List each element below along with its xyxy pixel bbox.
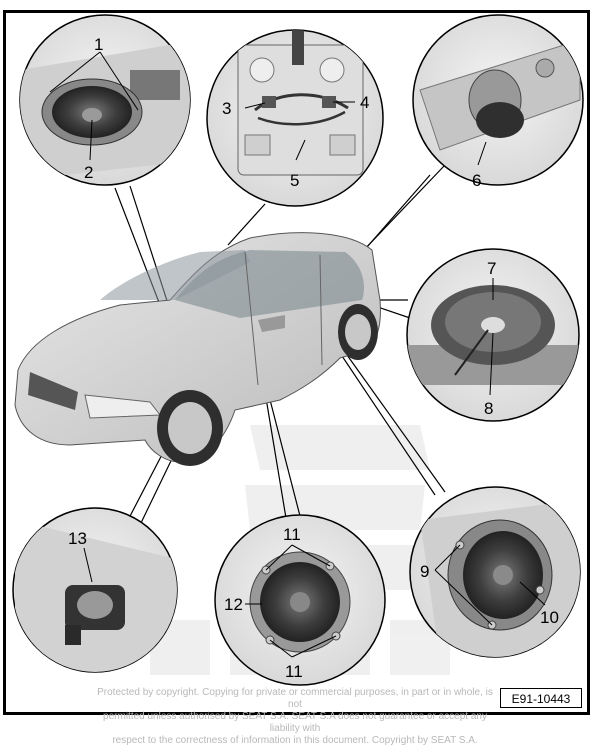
car-illustration xyxy=(14,232,381,466)
detail-front-door-speaker xyxy=(214,514,386,686)
detail-pillar-speaker xyxy=(412,14,584,186)
detail-dash-tweeter xyxy=(19,14,191,186)
detail-roof-console xyxy=(206,29,384,207)
callout-7: 7 xyxy=(487,259,496,278)
callout-13: 13 xyxy=(68,529,87,548)
copyright-line-3: respect to the correctness of informatio… xyxy=(112,735,478,746)
callout-4: 4 xyxy=(360,93,369,112)
detail-door-tweeter xyxy=(12,507,178,673)
callout-labels: 1 2 3 4 5 6 7 8 9 10 11 12 13 11 xyxy=(68,35,559,681)
copyright-notice: Protected by copyright. Copying for priv… xyxy=(95,687,495,747)
callout-3: 3 xyxy=(222,99,231,118)
copyright-line-2: permitted unless authorised by SEAT S.A.… xyxy=(103,711,487,734)
callout-8: 8 xyxy=(484,399,493,418)
callout-9: 9 xyxy=(420,562,429,581)
callout-11-bottom: 11 xyxy=(285,662,303,681)
callout-6: 6 xyxy=(472,171,481,190)
speaker-location-diagram: 1 2 3 4 5 6 7 8 9 10 11 12 13 11 xyxy=(12,14,584,686)
callout-2: 2 xyxy=(84,163,93,182)
callout-1: 1 xyxy=(94,35,103,54)
callout-5: 5 xyxy=(290,171,299,190)
copyright-line-1: Protected by copyright. Copying for priv… xyxy=(97,687,493,710)
detail-rear-door-speaker xyxy=(409,486,581,658)
detail-subwoofer xyxy=(406,248,580,422)
callout-10: 10 xyxy=(540,608,559,627)
reference-code: E91-10443 xyxy=(500,688,582,708)
callout-11-top: 11 xyxy=(283,525,301,544)
callout-12: 12 xyxy=(224,595,243,614)
